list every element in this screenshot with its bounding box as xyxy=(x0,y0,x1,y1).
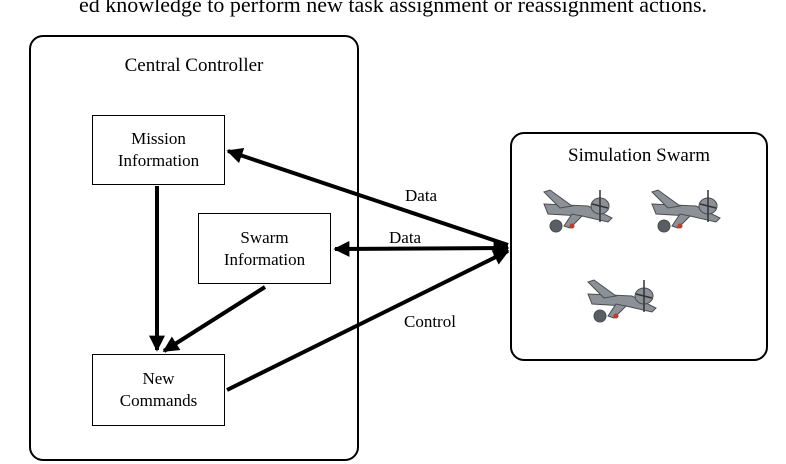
new-commands-line2: Commands xyxy=(119,391,198,410)
new-commands-line1: New xyxy=(142,369,175,388)
swarm-information-line2: Information xyxy=(223,249,306,269)
drone-icon xyxy=(651,189,721,233)
simulation-swarm-title: Simulation Swarm xyxy=(568,145,710,166)
swarminfo-to-commands-arrow xyxy=(162,285,267,353)
data-arrow-to-swarminfo xyxy=(333,240,510,257)
caption-text-fragment: ed knowledge to perform new task assignm… xyxy=(78,0,708,17)
drone-icon xyxy=(543,189,613,233)
mission-information-line1: Mission xyxy=(131,129,186,148)
mission-information-box: Mission Information xyxy=(92,115,225,185)
swarm-information-line1: Swarm xyxy=(240,227,289,247)
new-commands-box: New Commands xyxy=(92,354,225,426)
drone-icon xyxy=(587,279,657,323)
mission-information-line2: Information xyxy=(117,151,200,170)
data-edge-label-mid: Data xyxy=(389,228,422,247)
control-edge-label: Control xyxy=(404,312,456,331)
central-controller-title: Central Controller xyxy=(124,55,264,76)
data-arrow-to-mission xyxy=(226,147,509,247)
swarm-information-box: Swarm Information xyxy=(198,213,331,284)
data-edge-label-top: Data xyxy=(405,186,438,205)
simulation-swarm-container: Simulation Swarm xyxy=(510,132,768,361)
control-arrow-to-swarm xyxy=(226,249,510,392)
